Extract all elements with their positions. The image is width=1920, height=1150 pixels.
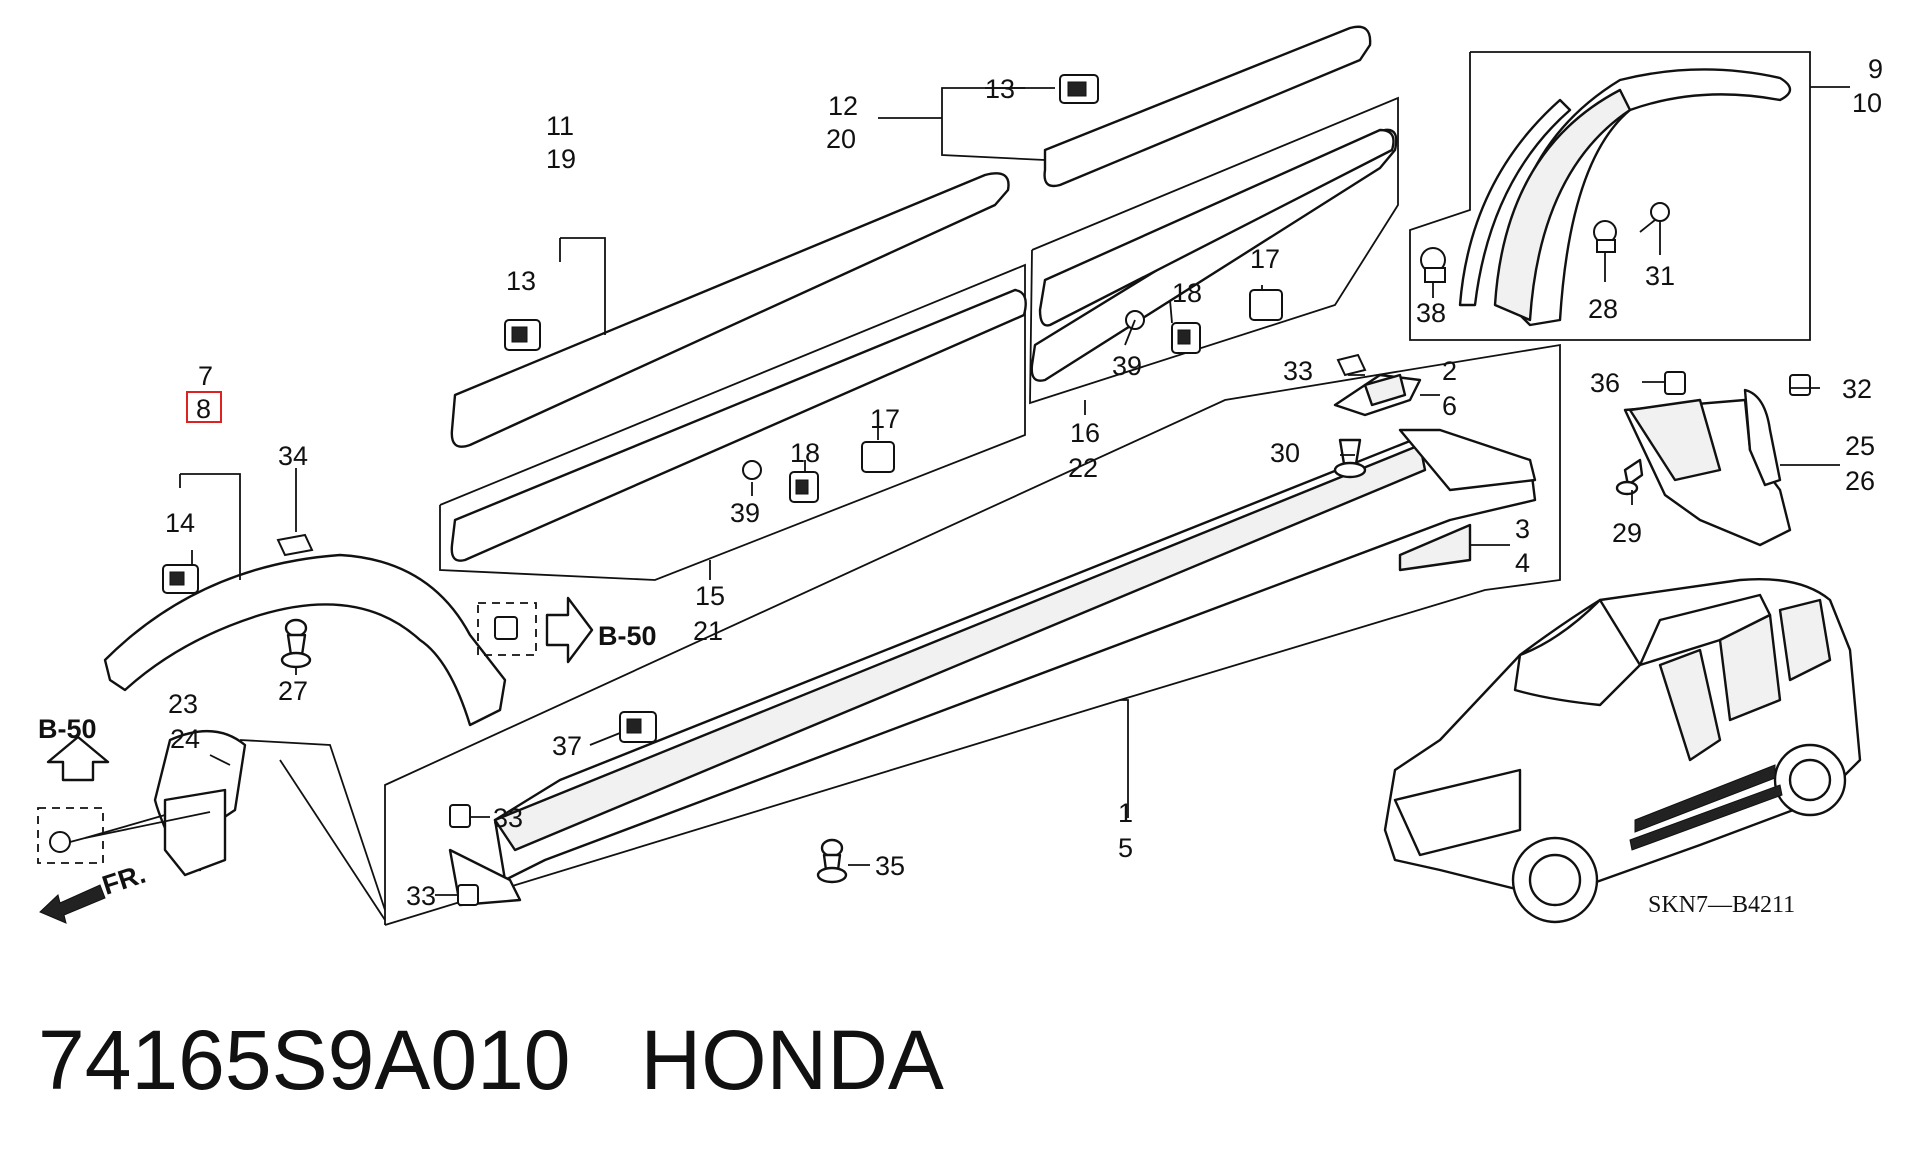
- callout-9: 9: [1868, 54, 1883, 84]
- clip-33-upper: [1336, 353, 1367, 377]
- clip-13-left: [504, 319, 541, 351]
- clip-38: [1420, 247, 1446, 283]
- callout-28: 28: [1588, 294, 1618, 324]
- b50-clip-left: [37, 807, 104, 864]
- direction-label: FR.: [99, 859, 150, 901]
- reference-label-center: B-50: [598, 621, 657, 651]
- callout-39-right: 39: [1112, 351, 1142, 381]
- callout-18-left: 18: [790, 438, 820, 468]
- bracket-16-22: [1029, 96, 1399, 405]
- callout-12: 12: [828, 91, 858, 121]
- clip-14: [162, 564, 199, 594]
- brand-name: HONDA: [640, 1013, 944, 1107]
- callout-5: 5: [1118, 833, 1133, 863]
- callout-36: 36: [1590, 368, 1620, 398]
- clip-32: [1789, 374, 1811, 396]
- callout-33-upper: 33: [1283, 356, 1313, 386]
- callout-4: 4: [1515, 548, 1530, 578]
- callout-19: 19: [546, 144, 576, 174]
- clip-30: [1333, 438, 1367, 479]
- clip-34: [276, 533, 314, 557]
- diagram-code: SKN7—B4211: [1648, 892, 1795, 918]
- callout-15: 15: [695, 581, 725, 611]
- callout-26: 26: [1845, 466, 1875, 496]
- bracket-2-6: [1333, 373, 1422, 417]
- callout-25: 25: [1845, 431, 1875, 461]
- callout-13-upper: 13: [985, 74, 1015, 104]
- clip-31: [1639, 202, 1670, 233]
- callout-23: 23: [168, 689, 198, 719]
- callout-24: 24: [170, 724, 200, 754]
- clip-33-mid: [449, 804, 471, 828]
- sill-spacer-3-4: [1398, 523, 1472, 572]
- ref-arrow-up: [46, 735, 110, 782]
- leader-lines: [84, 86, 1850, 921]
- callout-labels: 1 5 2 6 3 4 7 8 9 10 11 19 12 20 13 13 1…: [165, 54, 1883, 911]
- clip-27: [280, 618, 312, 669]
- clip-29: [1615, 458, 1644, 496]
- callout-22: 22: [1068, 453, 1098, 483]
- callout-18-right: 18: [1172, 278, 1202, 308]
- front-direction-arrow: [39, 884, 106, 924]
- callout-30: 30: [1270, 438, 1300, 468]
- callout-6: 6: [1442, 391, 1457, 421]
- clip-28: [1593, 220, 1617, 253]
- callout-14: 14: [165, 508, 195, 538]
- callout-29: 29: [1612, 518, 1642, 548]
- clip-39-left: [742, 460, 762, 480]
- front-door-lower-molding: [450, 288, 1027, 562]
- callout-38: 38: [1416, 298, 1446, 328]
- clip-35: [816, 838, 848, 884]
- ref-arrow-right: [545, 596, 594, 664]
- clip-17-right: [1249, 289, 1283, 321]
- callout-35: 35: [875, 851, 905, 881]
- callout-17-right: 17: [1250, 244, 1280, 274]
- clip-36: [1664, 371, 1686, 395]
- bracket-15-21: [439, 263, 1026, 581]
- clip-13-upper: [1059, 74, 1099, 104]
- front-door-molding: [450, 172, 1010, 448]
- callout-7: 7: [198, 361, 213, 391]
- callout-31: 31: [1645, 261, 1675, 291]
- callout-21: 21: [693, 616, 723, 646]
- callout-20: 20: [826, 124, 856, 154]
- bracket-9-10: [1409, 51, 1811, 341]
- callout-33-mid: 33: [493, 803, 523, 833]
- b50-clip-center: [477, 602, 537, 656]
- callout-8-highlighted: 8: [196, 394, 211, 424]
- callout-3: 3: [1515, 514, 1530, 544]
- side-sill-garnish: [448, 428, 1537, 907]
- callout-13-left: 13: [506, 266, 536, 296]
- callout-1: 1: [1118, 798, 1133, 828]
- rear-door-molding: [1038, 128, 1395, 327]
- clip-33-lower: [457, 884, 479, 906]
- callout-34: 34: [278, 441, 308, 471]
- front-mud-flap: [153, 730, 247, 877]
- part-title: 74165S9A010 HONDA: [38, 1010, 944, 1110]
- front-wheel-arch-molding: [103, 553, 507, 727]
- callout-17-left: 17: [870, 404, 900, 434]
- clip-18-right: [1171, 322, 1201, 354]
- highlight-box: [186, 391, 222, 423]
- callout-2: 2: [1442, 356, 1457, 386]
- callout-32: 32: [1842, 374, 1872, 404]
- part-number: 74165S9A010: [38, 1013, 571, 1107]
- callout-10: 10: [1852, 88, 1882, 118]
- clip-18-left: [789, 471, 819, 503]
- rear-mud-flap: [1623, 388, 1792, 547]
- rear-wheel-arch-molding: [1458, 68, 1792, 327]
- callout-39-left: 39: [730, 498, 760, 528]
- bracket-1-5: [384, 343, 1561, 926]
- callout-27: 27: [278, 676, 308, 706]
- reference-label-left: B-50: [38, 714, 97, 744]
- clip-17-left: [861, 441, 895, 473]
- callout-16: 16: [1070, 418, 1100, 448]
- clip-37: [619, 711, 657, 743]
- callout-11: 11: [546, 111, 574, 141]
- callout-33-lower: 33: [406, 881, 436, 911]
- vehicle-illustration: [1383, 578, 1862, 924]
- callout-37: 37: [552, 731, 582, 761]
